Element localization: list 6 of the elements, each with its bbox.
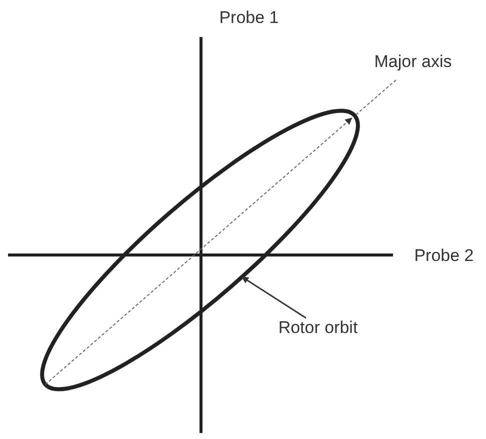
leader-arrow	[241, 276, 306, 319]
axis-label: Probe 2	[413, 245, 475, 267]
callout-text: Rotor orbit	[262, 316, 374, 340]
callout-text: Major axis	[358, 50, 468, 74]
axis-label: Probe 1	[218, 7, 280, 29]
major-axis-line	[354, 80, 396, 116]
